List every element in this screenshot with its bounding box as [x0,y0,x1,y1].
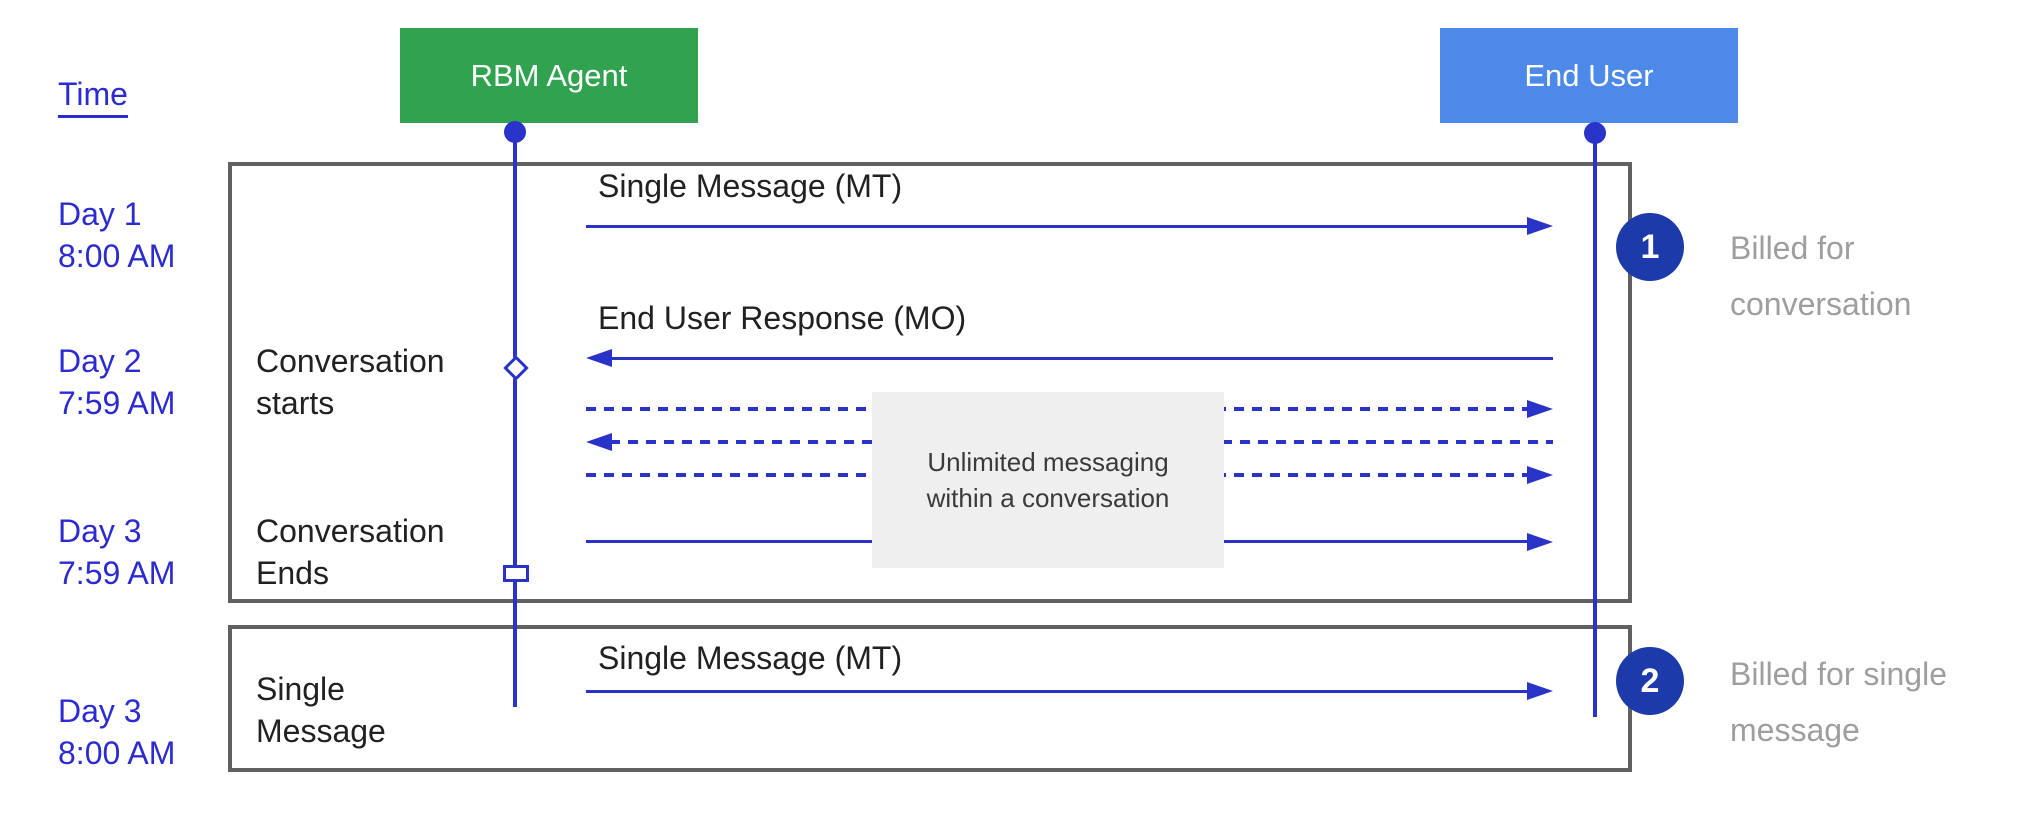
mo-message-label: End User Response (MO) [598,300,967,336]
billing-badge-2: 2 [1616,647,1684,715]
rbm-agent-actor-label: RBM Agent [470,57,628,93]
conversation-ends-line1: Conversation [256,513,445,549]
time-axis-label: Time [58,76,128,118]
agent-lifeline [513,130,517,707]
conversation-ends-label: Conversation Ends [256,510,445,594]
closing-message-arrowhead [1527,533,1553,551]
billing-badge-2-number: 2 [1640,661,1660,700]
mo-message-line [610,357,1553,360]
mt-message-arrowhead [1527,217,1553,235]
billed-note-1-line2: conversation [1730,286,1912,322]
dashed-message-arrowhead-right-1 [1527,400,1553,418]
timestamp-day3-early-line1: Day 3 [58,513,142,549]
frame2-mt-message-label: Single Message (MT) [598,640,903,676]
end-user-actor-label: End User [1524,57,1654,93]
dashed-message-arrowhead-left [586,433,612,451]
mo-message-arrowhead [586,349,612,367]
billed-for-conversation-note: Billed for conversation [1730,220,1911,332]
billed-note-2-line2: message [1730,712,1860,748]
conversation-starts-line1: Conversation [256,343,445,379]
frame2-mt-message-arrowhead [1527,682,1553,700]
timestamp-day3-late: Day 3 8:00 AM [58,690,175,774]
timestamp-day3-early-line2: 7:59 AM [58,555,176,591]
dashed-message-arrowhead-right-2 [1527,466,1553,484]
unlimited-messaging-note: Unlimited messaging within a conversatio… [872,392,1224,568]
timestamp-day3-late-line2: 8:00 AM [58,735,176,771]
billed-note-1-line1: Billed for [1730,230,1855,266]
timestamp-day2-line2: 7:59 AM [58,385,176,421]
conversation-frame [228,162,1632,603]
single-message-frame-label-line2: Message [256,713,386,749]
single-message-frame [228,625,1632,772]
mt-message-line [586,225,1531,228]
timestamp-day1-line2: 8:00 AM [58,238,176,274]
timestamp-day2: Day 2 7:59 AM [58,340,175,424]
timestamp-day1: Day 1 8:00 AM [58,193,175,277]
conversation-starts-line2: starts [256,385,335,421]
timestamp-day3-early: Day 3 7:59 AM [58,510,175,594]
timestamp-day2-line1: Day 2 [58,343,142,379]
single-message-frame-label-line1: Single [256,671,345,707]
billing-badge-1-number: 1 [1640,227,1660,266]
rbm-agent-actor-box: RBM Agent [400,28,698,123]
timestamp-day3-late-line1: Day 3 [58,693,142,729]
unlimited-messaging-note-line1: Unlimited messaging [927,447,1169,477]
billed-note-2-line1: Billed for single [1730,656,1947,692]
mt-message-label: Single Message (MT) [598,168,903,204]
billed-for-single-message-note: Billed for single message [1730,646,1947,758]
single-message-frame-label: Single Message [256,668,386,752]
frame2-mt-message-line [586,690,1527,693]
conversation-ends-line2: Ends [256,555,329,591]
conversation-end-marker [503,565,529,582]
conversation-starts-label: Conversation starts [256,340,445,424]
time-axis-label-text: Time [58,76,128,118]
user-lifeline [1593,131,1597,717]
unlimited-messaging-note-line2: within a conversation [926,483,1170,513]
billing-badge-1: 1 [1616,213,1684,281]
end-user-actor-box: End User [1440,28,1738,123]
timestamp-day1-line1: Day 1 [58,196,142,232]
